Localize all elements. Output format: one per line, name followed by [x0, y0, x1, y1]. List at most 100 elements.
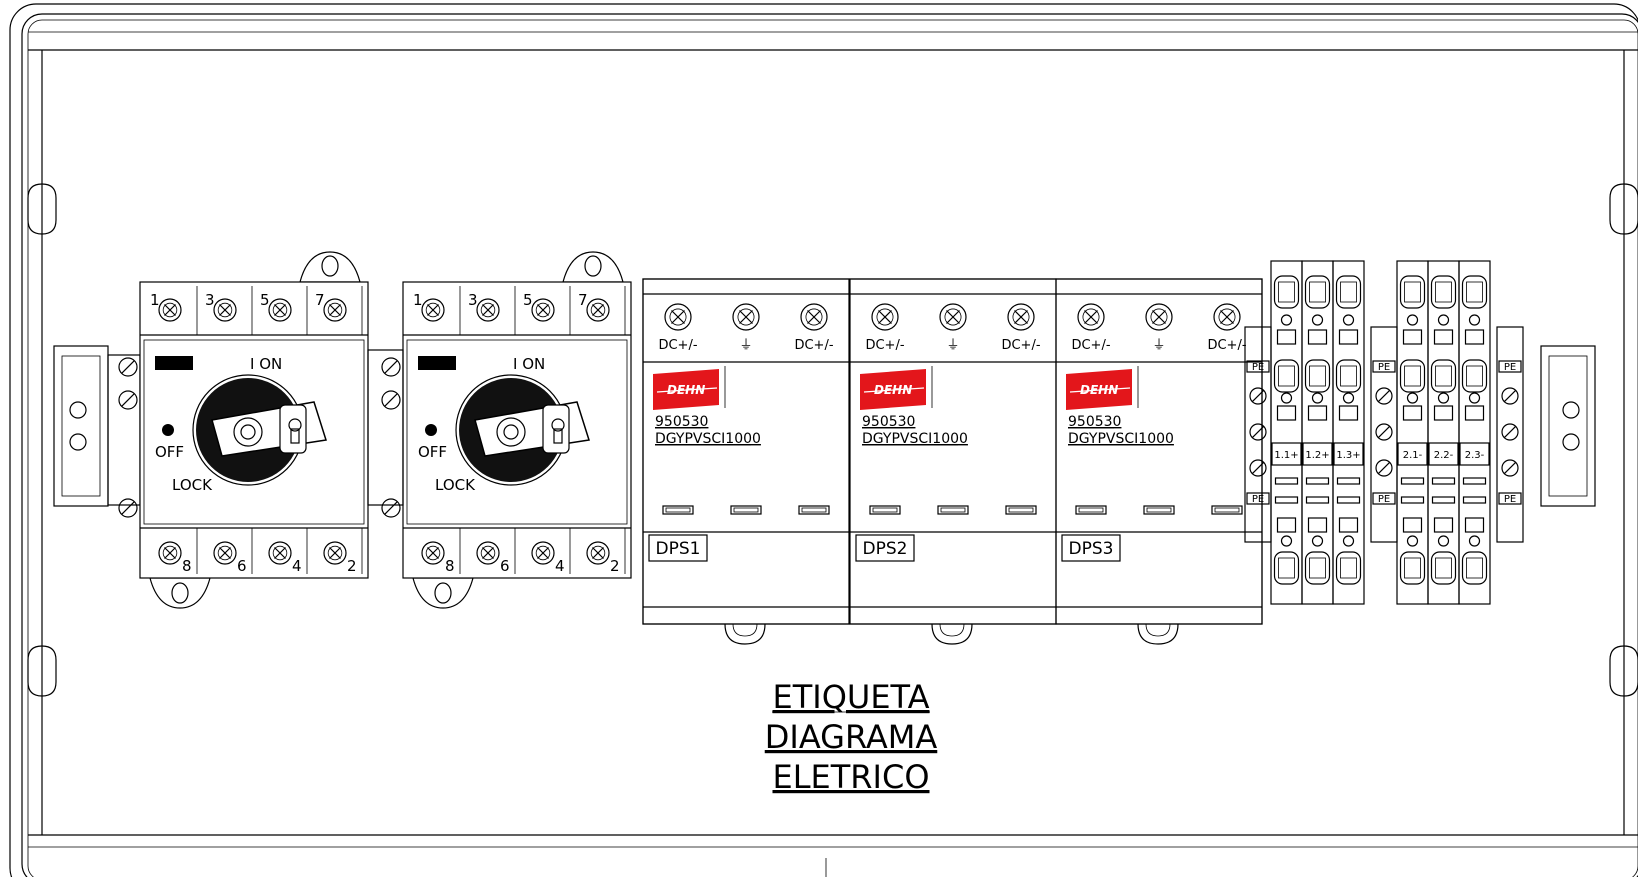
on-label: I ON — [250, 355, 282, 373]
terminal-number: 2 — [610, 557, 620, 575]
terminal-screw-icon — [586, 298, 610, 322]
terminal-number: 4 — [292, 557, 302, 575]
off-label: OFF — [418, 443, 447, 461]
terminal-number: 3 — [468, 291, 478, 309]
product-model: DGYPVSCI1000 — [1068, 431, 1174, 447]
terminal-screw-icon — [732, 303, 760, 331]
terminal-number: 5 — [260, 291, 270, 309]
feed-through-terminal-group: 1.1+1.2+1.3+ — [1270, 260, 1365, 605]
terminal-screw-icon — [531, 298, 555, 322]
terminal-label: ⏚ — [739, 338, 752, 353]
terminal-screw-icon — [421, 541, 445, 565]
terminal-label: ⏚ — [946, 338, 959, 353]
slot-screw-icon — [1501, 459, 1519, 477]
on-label: I ON — [513, 355, 545, 373]
product-code: 950530 — [862, 414, 915, 430]
dps-label: DPS3 — [1069, 539, 1114, 559]
terminal-marker: 2.1- — [1403, 450, 1423, 461]
logo-text: DEHN — [667, 383, 705, 397]
terminal-label: DC+/- — [1001, 338, 1040, 353]
dps-layer: DC+/-⏚DC+/-DEHN950530DGYPVSCI1000DPS1DC+… — [642, 278, 1263, 645]
terminal-screw-icon — [158, 541, 182, 565]
terminal-marker: 2.3- — [1465, 450, 1485, 461]
slot-screw-icon — [118, 390, 138, 410]
terminal-label: DC+/- — [1207, 338, 1246, 353]
terminal-screw-icon — [1145, 303, 1173, 331]
slot-screw-icon — [1375, 387, 1393, 405]
terminal-number: 5 — [523, 291, 533, 309]
product-model: DGYPVSCI1000 — [862, 431, 968, 447]
terminal-label: ⏚ — [1152, 338, 1165, 353]
terminal-number: 6 — [500, 557, 510, 575]
dps-label: DPS1 — [656, 539, 701, 559]
slot-screw-icon — [1501, 423, 1519, 441]
terminal-screw-icon — [158, 298, 182, 322]
slot-screw-icon — [1375, 423, 1393, 441]
pe-label: PE — [1252, 494, 1264, 505]
pe-label: PE — [1504, 494, 1516, 505]
terminal-screw-icon — [213, 541, 237, 565]
terminal-screw-icon — [476, 298, 500, 322]
label-line-2: DIAGRAMA — [765, 718, 938, 756]
slot-screw-icon — [381, 390, 401, 410]
terminal-screw-icon — [323, 298, 347, 322]
slot-screw-icon — [1249, 423, 1267, 441]
label-line-3: ELETRICO — [772, 758, 929, 796]
terminal-number: 1 — [150, 291, 160, 309]
logo-text: DEHN — [874, 383, 912, 397]
lock-label: LOCK — [172, 476, 213, 494]
rotary-handle-icon[interactable] — [192, 374, 327, 486]
feed-through-terminal-group: 2.1-2.2-2.3- — [1396, 260, 1491, 605]
terminal-screw-icon — [421, 298, 445, 322]
terminal-marker: 1.3+ — [1336, 450, 1360, 461]
slot-screw-icon — [1249, 459, 1267, 477]
product-code: 950530 — [1068, 414, 1121, 430]
terminal-number: 4 — [555, 557, 565, 575]
product-model: DGYPVSCI1000 — [655, 431, 761, 447]
product-code: 950530 — [655, 414, 708, 430]
terminal-label: DC+/- — [1071, 338, 1110, 353]
slot-screw-icon — [381, 357, 401, 377]
terminal-screw-icon — [323, 541, 347, 565]
din-rail-right-end — [1540, 345, 1596, 507]
pe-label: PE — [1378, 494, 1390, 505]
terminal-label: DC+/- — [865, 338, 904, 353]
terminal-screw-icon — [476, 541, 500, 565]
slot-screw-icon — [118, 498, 138, 518]
dps-label: DPS2 — [863, 539, 908, 559]
terminal-number: 2 — [347, 557, 357, 575]
terminal-screw-icon — [531, 541, 555, 565]
terminal-marker: 1.2+ — [1305, 450, 1329, 461]
rotary-handle-icon[interactable] — [455, 374, 590, 486]
dehn-logo: DEHN — [860, 366, 933, 410]
logo-text: DEHN — [1080, 383, 1118, 397]
slot-screw-icon — [1501, 387, 1519, 405]
terminal-screw-icon — [268, 298, 292, 322]
slot-screw-icon — [1375, 459, 1393, 477]
terminal-number: 8 — [445, 557, 455, 575]
slot-screw-icon — [118, 357, 138, 377]
terminal-number: 6 — [237, 557, 247, 575]
enclosure — [9, 3, 1638, 877]
off-label: OFF — [155, 443, 184, 461]
lock-label: LOCK — [435, 476, 476, 494]
terminal-number: 3 — [205, 291, 215, 309]
terminal-number: 7 — [315, 291, 325, 309]
terminal-number: 1 — [413, 291, 423, 309]
din-rail-left-end — [53, 345, 141, 507]
label-area: ETIQUETA DIAGRAMA ELETRICO — [765, 678, 938, 796]
terminal-number: 8 — [182, 557, 192, 575]
pe-label: PE — [1378, 362, 1390, 373]
pe-terminal: PE PE — [1496, 326, 1524, 543]
terminal-screw-icon — [268, 541, 292, 565]
pe-label: PE — [1504, 362, 1516, 373]
label-line-1: ETIQUETA — [773, 678, 930, 716]
switch-disconnector: 1 8 3 6 5 4 7 2 I ON OFF LOCK — [118, 251, 369, 609]
terminal-screw-icon — [213, 298, 237, 322]
slot-screw-icon — [1249, 387, 1267, 405]
